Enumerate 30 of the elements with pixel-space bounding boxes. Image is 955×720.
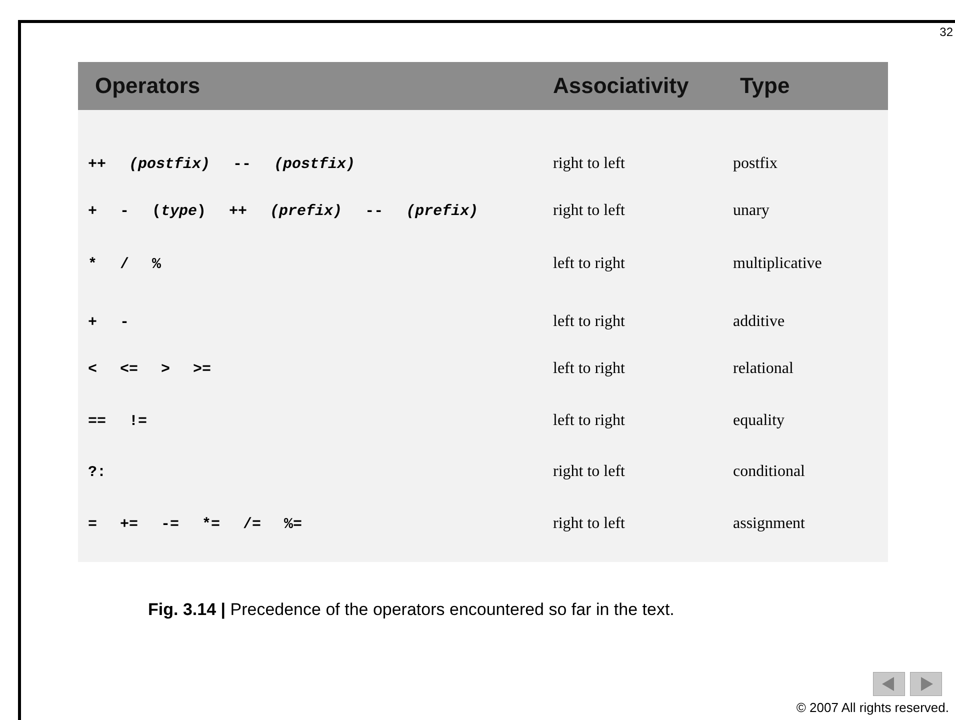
operator-text: == != (88, 413, 148, 430)
type-text: equality (733, 412, 785, 430)
type-text: multiplicative (733, 255, 822, 273)
associativity-text: left to right (553, 313, 625, 331)
associativity-text: left to right (553, 412, 625, 430)
operator-text: + - (type) ++ (prefix) -- (prefix) (88, 203, 478, 220)
column-header: Associativity (553, 73, 689, 99)
type-text: conditional (733, 463, 805, 481)
type-text: additive (733, 313, 785, 331)
page-number: 32 (940, 25, 953, 39)
type-text: assignment (733, 515, 805, 533)
operator-text: < <= > >= (88, 361, 212, 378)
type-text: unary (733, 202, 770, 220)
operator-text: * / % (88, 256, 162, 273)
copyright-notice: © 2007 All rights reserved. (796, 700, 949, 715)
operator-text: ?: (88, 464, 106, 481)
associativity-text: right to left (553, 463, 625, 481)
operator-text: + - (88, 314, 130, 331)
column-header: Operators (95, 73, 200, 99)
operator-text: ++ (postfix) -- (postfix) (88, 156, 356, 173)
associativity-text: right to left (553, 515, 625, 533)
figure-caption: Fig. 3.14 | Precedence of the operators encountered so far in the text. (148, 600, 674, 620)
associativity-text: left to right (553, 255, 625, 273)
associativity-text: left to right (553, 360, 625, 378)
column-header: Type (740, 73, 790, 99)
operator-text: = += -= *= /= %= (88, 516, 302, 533)
type-text: postfix (733, 155, 778, 173)
associativity-text: right to left (553, 155, 625, 173)
type-text: relational (733, 360, 794, 378)
associativity-text: right to left (553, 202, 625, 220)
